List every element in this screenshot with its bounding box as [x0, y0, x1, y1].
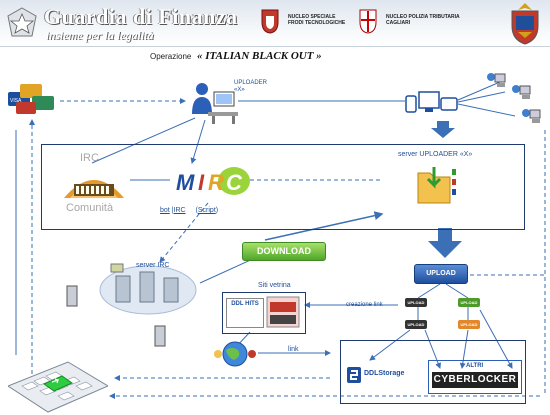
cyberlocker-logo[interactable]: CYBERLOCKER	[432, 372, 518, 388]
mini-upload-button[interactable]: UPLOAD	[405, 320, 427, 329]
mirc-logo-icon: M I R C	[176, 167, 250, 195]
unit-label-1: NUCLEO SPECIALE FRODI TECNOLOGICHE	[288, 14, 345, 26]
unit2-line1: NUCLEO POLIZIA TRIBUTARIA	[386, 14, 460, 20]
script-link[interactable]: Script	[197, 207, 216, 214]
uploader-person-icon	[192, 83, 238, 124]
client-computer-icon	[512, 85, 531, 99]
italian-republic-emblem-icon	[7, 7, 37, 37]
community-icon	[64, 180, 124, 198]
svg-text:C: C	[226, 170, 243, 195]
credit-cards-icon: VISA	[8, 84, 54, 114]
irc-network-frame	[41, 144, 525, 230]
globe-network-icon	[214, 341, 256, 367]
altri-label: ALTRI	[466, 363, 484, 369]
keyboard-icon	[8, 361, 108, 413]
client-computer-icon	[487, 73, 506, 87]
unit1-line2: FRODI TECNOLOGICHE	[288, 20, 346, 26]
siti-vetrina-label: Siti vetrina	[258, 282, 291, 289]
cyberlocker-frame	[340, 340, 526, 404]
operation-label: Operazione	[150, 52, 192, 61]
operation-name: « ITALIAN BLACK OUT »	[197, 50, 322, 62]
unit-crest-icon	[261, 9, 279, 34]
devices-icon	[405, 91, 458, 113]
siti-vetrina-frame	[222, 292, 306, 334]
client-computer-icon	[522, 109, 541, 123]
svg-text:R: R	[208, 170, 224, 195]
bot-label: bot	[160, 207, 170, 214]
mini-upload-button[interactable]: UPLOAD	[458, 298, 480, 307]
irc-link[interactable]: IRC	[173, 207, 186, 214]
motto: insieme per la legalità	[46, 28, 154, 42]
gdf-crest-icon	[511, 3, 539, 45]
server-tower-icon	[66, 285, 78, 307]
showcase-site-thumbnail-icon	[266, 296, 300, 328]
sardinia-crest-icon	[359, 9, 377, 34]
server-irc-label: server IRC	[136, 262, 170, 269]
server-uploader-label: server UPLOADER «X»	[398, 151, 473, 158]
ddlstorage-logo-icon	[347, 367, 361, 383]
server-irc-cloud-icon	[99, 265, 197, 315]
irc-label: IRC	[80, 152, 99, 164]
unit1-line1: NUCLEO SPECIALE	[288, 14, 336, 20]
ddlstorage-label[interactable]: DDLStorage	[364, 370, 405, 377]
unit-label-2: NUCLEO POLIZIA TRIBUTARIA CAGLIARI	[386, 14, 460, 26]
page-title: Guardia di Finanza	[44, 4, 238, 29]
creazione-link-label: creazione link	[346, 302, 383, 308]
ddl-hits-label: DDL HITS	[231, 301, 259, 307]
community-label: Comunità	[66, 202, 114, 214]
mini-upload-button[interactable]: UPLOAD	[458, 320, 480, 329]
server-tower-icon	[154, 325, 166, 347]
svg-text:I: I	[198, 170, 205, 195]
link-label: link	[288, 346, 299, 353]
uploader-label: UPLOADER «X»	[234, 80, 268, 93]
upload-folder-icon	[417, 167, 456, 204]
svg-text:M: M	[176, 170, 195, 195]
unit2-line2: CAGLIARI	[386, 20, 411, 26]
ddl-hits-site[interactable]: DDL HITS	[226, 298, 264, 328]
mini-upload-button[interactable]: UPLOAD	[405, 298, 427, 307]
altri-frame	[428, 360, 522, 394]
upload-button[interactable]: UPLOAD	[414, 264, 468, 284]
bot-irc-script-labels: bot |IRC (Script)	[160, 207, 219, 214]
svg-text:VISA: VISA	[10, 98, 22, 104]
download-button[interactable]: DOWNLOAD	[242, 242, 326, 261]
server-small-icon	[110, 263, 124, 273]
